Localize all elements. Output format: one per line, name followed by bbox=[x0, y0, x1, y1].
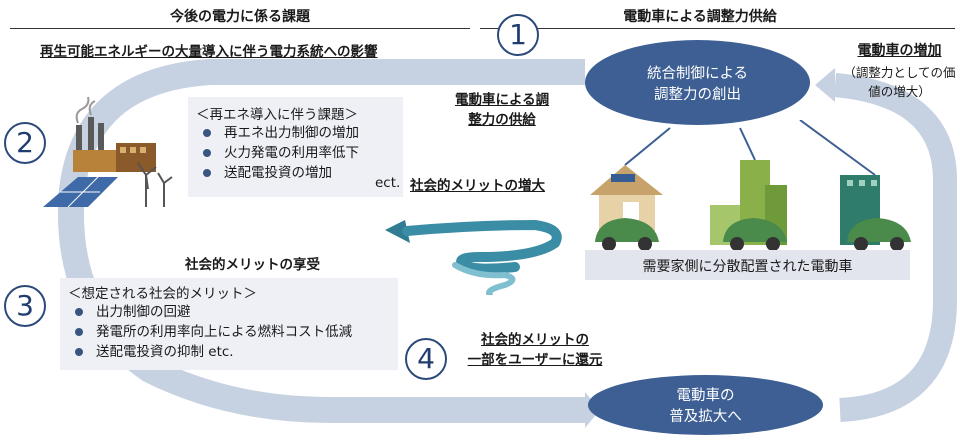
step-3-badge: 3 bbox=[4, 285, 46, 327]
header-right: 電動車による調整力供給 bbox=[623, 9, 777, 25]
ev-spread-ellipse: 電動車の 普及拡大へ bbox=[588, 375, 823, 435]
social-increase-label: 社会的メリットの増大 bbox=[410, 178, 545, 194]
ev-increase-sub2: 値の増大） bbox=[868, 84, 931, 99]
benefits-title: ＜想定される社会的メリット＞ bbox=[68, 286, 257, 302]
issues-panel: ＜再エネ導入に伴う課題＞ 再エネ出力制御の増加 火力発電の利用率低下 送配電投資… bbox=[188, 97, 403, 197]
demand-label-panel bbox=[585, 250, 910, 280]
supply-line2: 整力の供給 bbox=[468, 112, 536, 128]
benefit-item: 出力制御の回避 bbox=[68, 302, 390, 322]
power-plant-illustration bbox=[43, 96, 173, 208]
integrated-control-line1: 統合制御による bbox=[646, 65, 749, 82]
header-left: 今後の電力に係る課題 bbox=[170, 9, 310, 25]
step-2-badge: 2 bbox=[4, 122, 46, 164]
integrated-control-line2: 調整力の創出 bbox=[654, 86, 741, 103]
return-line2: 一部をユーザーに還元 bbox=[467, 352, 603, 368]
benefits-list: 出力制御の回避 発電所の利用率向上による燃料コスト低減 送配電投資の抑制 etc… bbox=[68, 302, 390, 362]
issues-suffix: ect. bbox=[375, 175, 401, 191]
ev-increase-sub1: （調整力としての価 bbox=[843, 65, 956, 80]
benefits-panel: ＜想定される社会的メリット＞ 出力制御の回避 発電所の利用率向上による燃料コスト… bbox=[60, 278, 398, 370]
header-right-rule bbox=[480, 28, 955, 29]
impact-title: 再生可能エネルギーの大量導入に伴う電力系統への影響 bbox=[40, 44, 378, 60]
supply-label: 電動車による調 整力の供給 bbox=[455, 90, 549, 130]
step-1-badge: 1 bbox=[497, 14, 539, 56]
issues-list: 再エネ出力制御の増加 火力発電の利用率低下 送配電投資の増加 bbox=[196, 123, 395, 183]
benefit-item: 送配電投資の抑制 etc. bbox=[68, 342, 390, 362]
demand-label: 需要家側に分散配置された電動車 bbox=[642, 259, 853, 275]
header-left-rule bbox=[10, 28, 470, 29]
ev-increase-label: 電動車の増加 （調整力としての価 値の増大） bbox=[842, 40, 957, 100]
benefits-heading: 社会的メリットの享受 bbox=[185, 257, 320, 273]
ev-spread-line1: 電動車の bbox=[676, 388, 735, 404]
benefit-item: 発電所の利用率向上による燃料コスト低減 bbox=[68, 322, 390, 342]
integrated-control-ellipse: 統合制御による 調整力の創出 bbox=[585, 40, 810, 125]
return-line1: 社会的メリットの bbox=[481, 332, 589, 348]
step-4-badge: 4 bbox=[405, 338, 447, 380]
issue-item: 送配電投資の増加 bbox=[196, 163, 395, 183]
demand-side-illustration bbox=[590, 120, 911, 251]
issues-title: ＜再エネ導入に伴う課題＞ bbox=[196, 107, 358, 123]
ev-spread-line2: 普及拡大へ bbox=[669, 409, 742, 425]
ev-increase-title: 電動車の増加 bbox=[857, 43, 942, 59]
issue-item: 再エネ出力制御の増加 bbox=[196, 123, 395, 143]
swirl-graphic bbox=[385, 219, 562, 295]
supply-line1: 電動車による調 bbox=[455, 92, 550, 108]
return-label: 社会的メリットの 一部をユーザーに還元 bbox=[455, 330, 615, 370]
issue-item: 火力発電の利用率低下 bbox=[196, 143, 395, 163]
